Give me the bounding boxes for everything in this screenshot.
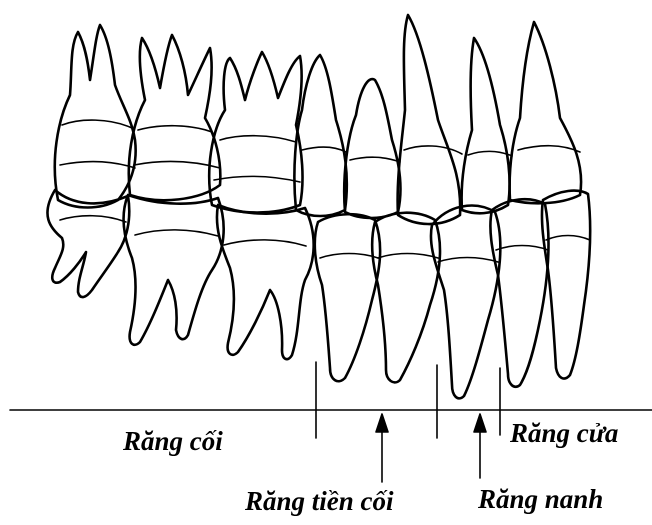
arrowhead-canine — [474, 414, 486, 432]
label-incisor: Răng cửa — [510, 420, 618, 447]
upper-incisor-central — [510, 22, 581, 203]
label-molar: Răng cối — [123, 428, 223, 455]
lower-molar-3 — [47, 190, 129, 297]
lower-molar-1 — [217, 205, 314, 359]
upper-teeth — [55, 15, 581, 224]
lower-teeth — [47, 190, 590, 398]
lower-molar-2 — [124, 195, 224, 345]
label-premolar: Răng tiền cối — [245, 488, 394, 515]
lower-incisor-central — [542, 191, 590, 379]
upper-molar-1 — [209, 52, 302, 213]
upper-incisor-lateral — [462, 38, 510, 213]
label-canine: Răng nanh — [478, 486, 603, 513]
upper-canine — [398, 15, 461, 224]
lower-premolar-2 — [315, 214, 380, 381]
upper-premolar-1 — [344, 79, 400, 218]
upper-molar-2 — [129, 35, 221, 200]
arrowhead-premolar — [376, 414, 388, 432]
upper-molar-3 — [55, 25, 136, 208]
